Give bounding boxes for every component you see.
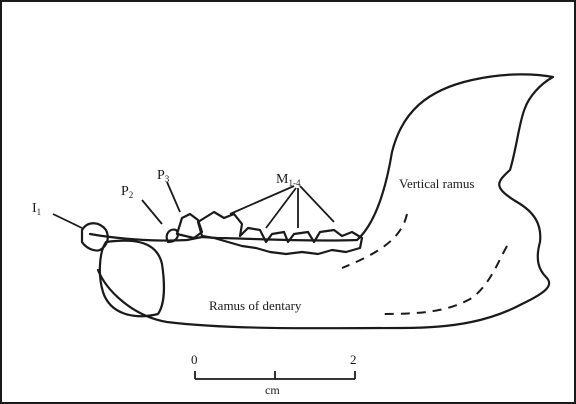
premolar-3-label: P3	[157, 168, 170, 184]
incisor-label: I1	[32, 201, 41, 217]
leader-lines	[53, 182, 334, 228]
molar-teeth	[198, 212, 362, 254]
premolar-2-label: P2	[121, 184, 133, 200]
scale-start-label: 0	[191, 352, 198, 367]
ramus-of-dentary-label: Ramus of dentary	[209, 298, 302, 313]
scale-end-label: 2	[350, 352, 357, 367]
incisor-root	[100, 241, 164, 317]
scale-bar	[195, 371, 355, 379]
molars-label: M1-4	[276, 172, 301, 188]
scale-unit-label: cm	[265, 383, 280, 397]
vertical-ramus-label: Vertical ramus	[399, 176, 474, 191]
jaw-outline	[90, 74, 553, 328]
